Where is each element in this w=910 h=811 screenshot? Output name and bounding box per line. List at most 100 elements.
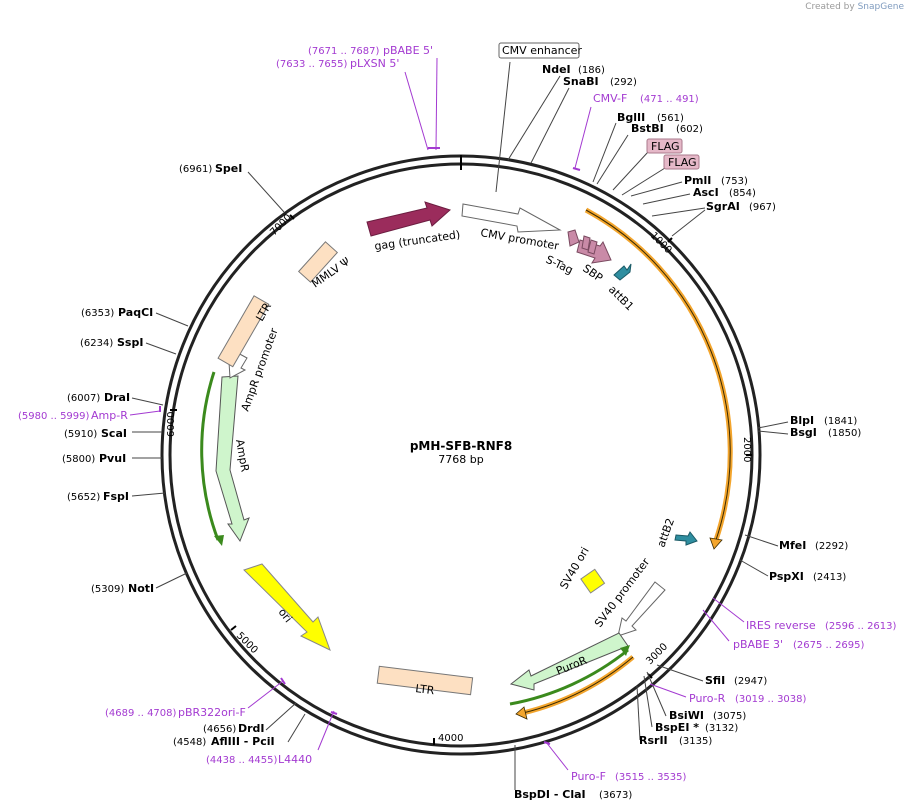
site-bsgi[interactable]: BsgI (790, 426, 817, 439)
flag-label-1: FLAG (651, 140, 680, 153)
puror-arrow[interactable] (509, 632, 629, 691)
ampr-band-head (214, 535, 224, 546)
site-ndei[interactable]: NdeI (542, 63, 571, 76)
site-paqci[interactable]: PaqCI (118, 306, 153, 319)
site-mfei[interactable]: MfeI (779, 539, 806, 552)
svg-text:(6961): (6961) (179, 164, 212, 175)
sbp-label: SBP (580, 262, 605, 285)
site-blpi[interactable]: BlpI (790, 414, 814, 427)
orf-band-right-head (709, 537, 723, 550)
mmlv-box[interactable] (297, 241, 339, 283)
primer-pbabe5[interactable]: pBABE 5' (383, 44, 433, 57)
svg-text:(4689 .. 4708): (4689 .. 4708) (105, 708, 177, 719)
flag-tag-1[interactable]: FLAG (646, 138, 683, 154)
attb1-label: attB1 (606, 283, 636, 313)
site-sgrai[interactable]: SgrAI (706, 200, 740, 213)
svg-text:(2947): (2947) (734, 676, 767, 687)
site-asci[interactable]: AscI (693, 186, 719, 199)
site-spei[interactable]: SpeI (215, 162, 242, 175)
site-labels: NdeI (186) SnaBI (292) BglII (561) BstBI… (62, 63, 861, 801)
puror-band (509, 648, 629, 706)
site-leaders (131, 61, 789, 790)
primer-pbabe3[interactable]: pBABE 3' (733, 638, 783, 651)
svg-text:(3132): (3132) (705, 723, 738, 734)
site-noti[interactable]: NotI (128, 582, 154, 595)
site-pspxi[interactable]: PspXI (769, 570, 804, 583)
svg-text:(3135): (3135) (679, 736, 712, 747)
attb1-arrow[interactable] (613, 263, 632, 281)
ltr-bottom-label: LTR (415, 682, 436, 697)
site-rsrii[interactable]: RsrII (639, 734, 668, 747)
primer-labels: (7671 .. 7687) pBABE 5' (7633 .. 7655) p… (18, 44, 897, 783)
site-bstbi[interactable]: BstBI (631, 122, 664, 135)
primer-pbr322ori-f[interactable]: pBR322ori-F (178, 706, 246, 719)
site-bspdi[interactable]: BspDI - ClaI (514, 788, 586, 801)
site-sfii[interactable]: SfiI (705, 674, 725, 687)
svg-text:(5309): (5309) (91, 584, 124, 595)
site-afliii[interactable]: AflIII - PciI (211, 735, 275, 748)
site-bspei[interactable]: BspEI * (655, 721, 699, 734)
flag-tag-2[interactable]: FLAG (663, 154, 700, 170)
ampr-band (200, 371, 220, 541)
sv40-ori-box[interactable] (580, 568, 606, 594)
site-fspi[interactable]: FspI (103, 490, 129, 503)
site-drai[interactable]: DraI (104, 391, 130, 404)
site-sspi[interactable]: SspI (117, 336, 143, 349)
ltr-bottom-box[interactable] (376, 665, 474, 696)
svg-text:(5980 .. 5999): (5980 .. 5999) (18, 411, 90, 422)
cmv-promoter-arrow[interactable] (461, 203, 562, 233)
svg-text:(2413): (2413) (813, 572, 846, 583)
svg-text:(3515 .. 3535): (3515 .. 3535) (615, 772, 687, 783)
svg-text:(5800): (5800) (62, 454, 95, 465)
attb2-arrow[interactable] (674, 531, 698, 546)
sv40-promoter-arrow[interactable] (617, 581, 666, 637)
plasmid-length: 7768 bp (438, 453, 483, 466)
primer-cmv-f[interactable]: CMV-F (593, 92, 627, 105)
primer-amp-r[interactable]: Amp-R (91, 409, 128, 422)
site-bsiwi[interactable]: BsiWI (669, 709, 704, 722)
svg-text:(854): (854) (729, 188, 756, 199)
primer-leaders (129, 57, 745, 771)
cmv-enhancer-tag[interactable]: CMV enhancer (498, 42, 582, 59)
primer-puro-r[interactable]: Puro-R (689, 692, 726, 705)
flag-label-2: FLAG (668, 156, 697, 169)
cmv-enhancer-label: CMV enhancer (502, 44, 582, 57)
s-tag-arrow[interactable] (567, 229, 580, 247)
svg-text:(5910): (5910) (64, 429, 97, 440)
site-bglii[interactable]: BglII (617, 111, 645, 124)
svg-text:(3673): (3673) (599, 790, 632, 801)
svg-text:(4548): (4548) (173, 737, 206, 748)
flag-arrow-2[interactable] (587, 239, 598, 255)
svg-text:(3075): (3075) (713, 711, 746, 722)
site-drdi[interactable]: DrdI (238, 722, 265, 735)
s-tag-label: S-Tag (544, 253, 575, 277)
attb2-label: attB2 (655, 516, 677, 549)
site-pmli[interactable]: PmlI (684, 174, 711, 187)
ampr-arrow[interactable] (215, 375, 250, 543)
ampr-label: AmpR (233, 438, 252, 473)
svg-text:(967): (967) (749, 202, 776, 213)
primer-plxsn5[interactable]: pLXSN 5' (350, 57, 399, 70)
svg-text:(1841): (1841) (824, 416, 857, 427)
svg-text:(186): (186) (578, 65, 605, 76)
primer-ires-reverse[interactable]: IRES reverse (746, 619, 816, 632)
gag-arrow[interactable] (366, 201, 451, 237)
tick-4000: 4000 (438, 733, 463, 744)
ori-arrow[interactable] (243, 563, 331, 651)
primer-puro-f[interactable]: Puro-F (571, 770, 606, 783)
primer-l4440[interactable]: L4440 (278, 753, 312, 766)
ltr-left-box[interactable] (217, 295, 270, 368)
svg-text:(7671 .. 7687): (7671 .. 7687) (308, 46, 380, 57)
watermark: Created by SnapGene (805, 2, 904, 12)
svg-text:(2596 .. 2613): (2596 .. 2613) (825, 621, 897, 632)
site-snabi[interactable]: SnaBI (563, 75, 599, 88)
svg-text:(753): (753) (721, 176, 748, 187)
svg-text:(5652): (5652) (67, 492, 100, 503)
tick-2000: 2000 (741, 437, 752, 462)
svg-text:(6007): (6007) (67, 393, 100, 404)
site-pvui[interactable]: PvuI (99, 452, 126, 465)
site-scai[interactable]: ScaI (101, 427, 127, 440)
svg-text:(1850): (1850) (828, 428, 861, 439)
svg-text:(292): (292) (610, 77, 637, 88)
